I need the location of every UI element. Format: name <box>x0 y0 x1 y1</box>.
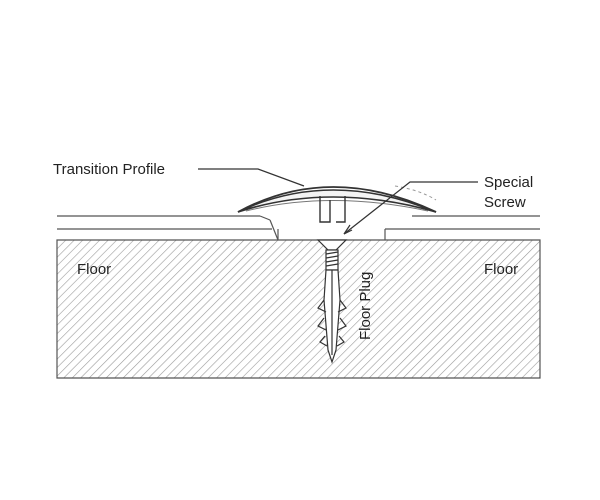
screw-and-plug <box>316 239 348 364</box>
floor-layer-right <box>277 215 540 240</box>
screw-leader <box>343 181 478 235</box>
subfloor <box>56 239 541 379</box>
transition-profile-label: Transition Profile <box>53 161 165 178</box>
special-screw-label-line1: Special <box>484 174 533 191</box>
floor-label-right: Floor <box>484 261 518 278</box>
leader-lines <box>198 168 478 235</box>
transition-profile-leader <box>198 168 305 187</box>
transition-profile-shape <box>237 185 437 223</box>
floor-layer-left <box>57 215 279 241</box>
special-screw-label-line2: Screw <box>484 194 526 211</box>
floor-label-left: Floor <box>77 261 111 278</box>
floor-plug-label: Floor Plug <box>357 272 374 340</box>
